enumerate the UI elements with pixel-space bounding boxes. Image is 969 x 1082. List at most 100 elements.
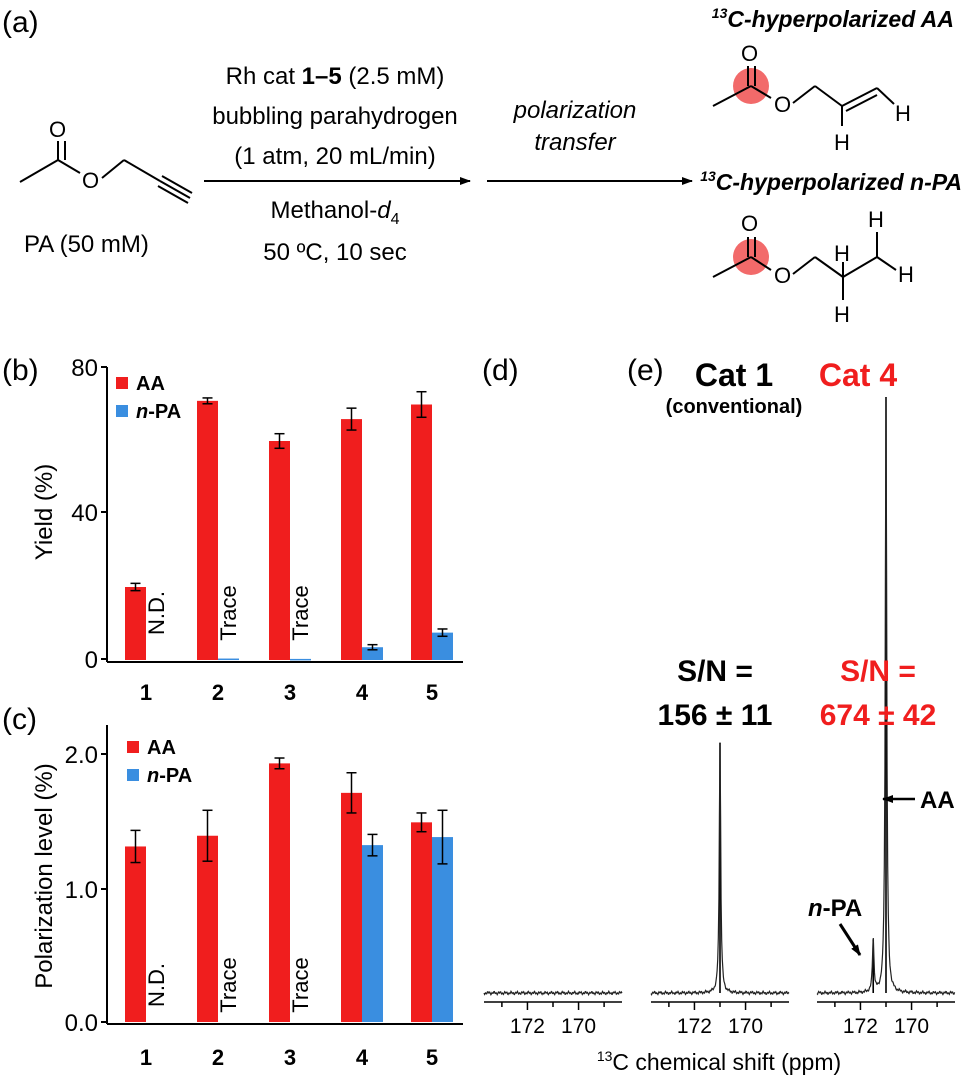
yield-tick-label: 0	[85, 647, 98, 674]
cat4-sn-value: 674 ± 42	[820, 699, 937, 732]
polarization-annotation-nd: N.D.	[144, 963, 169, 1007]
bar-npa	[432, 632, 453, 660]
aa-carbonyl-oxygen: O	[741, 41, 758, 66]
bar-npa	[362, 845, 383, 1022]
polarization-category-label: 1	[140, 1045, 152, 1070]
polarization-annotation-trace: Trace	[288, 957, 313, 1012]
yield-tick-label: 40	[71, 500, 98, 527]
polarization-axes	[101, 725, 463, 1025]
conditions-line-1: Rh cat 1–5 (2.5 mM)	[226, 63, 445, 90]
bar-aa	[269, 441, 290, 660]
bar-aa	[197, 835, 218, 1022]
bar-aa	[411, 822, 432, 1022]
bar-aa	[197, 400, 218, 660]
panel-label-c: (c)	[2, 703, 37, 736]
yield-legend-label-aa: AA	[136, 373, 165, 395]
yield-bars	[125, 390, 453, 661]
bar-npa	[218, 658, 239, 661]
cat4-sn-label: S/N =	[840, 655, 916, 688]
panel-label-d: (d)	[482, 354, 519, 387]
conditions-line-5: 50 ºC, 10 sec	[263, 239, 407, 266]
polarization-bars	[125, 757, 453, 1022]
conditions-line-2: bubbling parahydrogen	[212, 103, 458, 130]
aa-structure: O O H H	[712, 41, 911, 155]
yield-annotation-nd: N.D.	[144, 591, 169, 635]
bar-aa	[341, 419, 362, 660]
aa-peak-label: AA	[920, 787, 955, 814]
transfer-line-1: polarization	[513, 97, 637, 124]
yield-category-label: 4	[356, 680, 369, 705]
polarization-tick-label: 1.0	[65, 877, 98, 904]
spectrum-tick-label: 170	[728, 1015, 763, 1038]
cat1-subtitle: (conventional)	[666, 396, 803, 418]
spectrum-trace	[816, 397, 956, 996]
cat1-sn-label: S/N =	[677, 655, 753, 688]
bar-npa	[432, 837, 453, 1022]
cat1-title: Cat 1	[695, 357, 773, 393]
npa-hydrogen-1: H	[834, 241, 850, 266]
polarization-category-label: 5	[426, 1045, 438, 1070]
yield-legend-swatch-npa	[116, 405, 128, 417]
polarization-tick-label: 2.0	[65, 742, 98, 769]
polarization-annotation-trace: Trace	[216, 957, 241, 1012]
yield-chart: (b) Yield (%) 80 40 0 AA n-PA N.D. Trace…	[2, 354, 463, 705]
yield-category-label: 1	[140, 680, 152, 705]
spectrum-tick-label: 172	[677, 1015, 712, 1038]
spectra-traces: 172 170 172 170 172 170	[483, 397, 956, 1038]
polarization-legend-swatch-aa	[127, 741, 139, 753]
spectrum-trace	[650, 743, 790, 996]
bar-aa	[411, 404, 432, 660]
npa-peak-arrow	[838, 923, 862, 956]
npa-peak-label: n-PA	[808, 895, 862, 922]
product-aa-title: 13C-hyperpolarized AA	[712, 5, 954, 32]
conditions-line-4: Methanol-d4	[271, 197, 400, 228]
reaction-scheme: (a) O O PA (50 mM) Rh cat 1–5 (2.5 mM) b…	[2, 5, 962, 327]
reactant-label: PA (50 mM)	[24, 231, 149, 258]
polarization-legend-label-npa: n-PA	[147, 765, 192, 787]
spectra-x-axis-title: 13C chemical shift (ppm)	[597, 1048, 841, 1075]
spectrum-tick-label: 170	[894, 1015, 929, 1038]
polarization-legend: AA n-PA	[127, 737, 192, 787]
yield-axes	[101, 366, 463, 663]
npa-hydrogen-3: H	[898, 262, 914, 287]
npa-ester-oxygen: O	[774, 263, 791, 288]
yield-category-label: 2	[212, 680, 224, 705]
bar-npa	[290, 658, 311, 661]
yield-y-axis-title: Yield (%)	[31, 464, 58, 560]
pa-structure	[19, 141, 193, 204]
cat1-sn-value: 156 ± 11	[658, 699, 773, 732]
polarization-category-label: 3	[284, 1045, 296, 1070]
npa-hydrogen-4: H	[834, 302, 850, 327]
pa-carbonyl-oxygen: O	[49, 117, 66, 142]
yield-legend-swatch-aa	[116, 377, 128, 389]
polarization-tick-label: 0.0	[65, 1010, 98, 1037]
npa-carbonyl-oxygen: O	[741, 211, 758, 236]
polarization-legend-swatch-npa	[127, 769, 139, 781]
spectrum-tick-label: 172	[843, 1015, 878, 1038]
bar-npa	[362, 647, 383, 660]
bar-aa	[269, 763, 290, 1022]
spectrum-tick-label: 172	[510, 1015, 545, 1038]
polarization-chart: (c) Polarization level (%) 2.0 1.0 0.0 A…	[2, 703, 463, 1070]
panel-label-a: (a)	[2, 6, 39, 39]
polarization-y-axis-title: Polarization level (%)	[31, 763, 58, 988]
aa-ester-oxygen: O	[774, 92, 791, 117]
pa-ester-oxygen: O	[82, 168, 99, 193]
polarization-category-label: 2	[212, 1045, 224, 1070]
npa-hydrogen-2: H	[868, 207, 884, 232]
bar-aa	[125, 587, 146, 660]
bar-aa	[125, 846, 146, 1022]
conditions-line-3: (1 atm, 20 mL/min)	[234, 143, 435, 170]
cat4-title: Cat 4	[819, 357, 897, 393]
yield-legend: AA n-PA	[116, 373, 181, 423]
spectrum-tick-label: 170	[561, 1015, 596, 1038]
yield-category-label: 3	[284, 680, 296, 705]
yield-annotation-trace: Trace	[288, 585, 313, 640]
yield-category-label: 5	[426, 680, 438, 705]
aa-hydrogen-2: H	[834, 130, 850, 155]
polarization-legend-label-aa: AA	[147, 737, 176, 759]
yield-tick-label: 80	[71, 355, 98, 382]
bar-aa	[341, 792, 362, 1022]
